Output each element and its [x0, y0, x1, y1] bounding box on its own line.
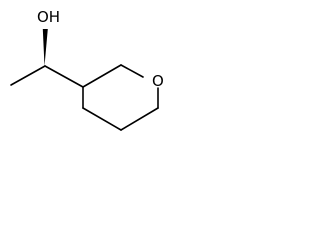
bond-methyl-carbinol	[10, 65, 46, 86]
hydroxyl-label: OH	[37, 8, 60, 26]
bond-c3-c2	[82, 64, 122, 88]
bond-carbinol-ring	[44, 65, 84, 88]
molecule-structure: OH O	[10, 8, 164, 131]
bond-c6-c5	[120, 107, 159, 131]
bond-c5-c4	[82, 107, 122, 131]
wedge-bond-hydroxyl	[42, 29, 48, 66]
bond-c2-ring-oxygen	[120, 64, 144, 78]
ring-oxygen-label: O	[152, 72, 164, 90]
